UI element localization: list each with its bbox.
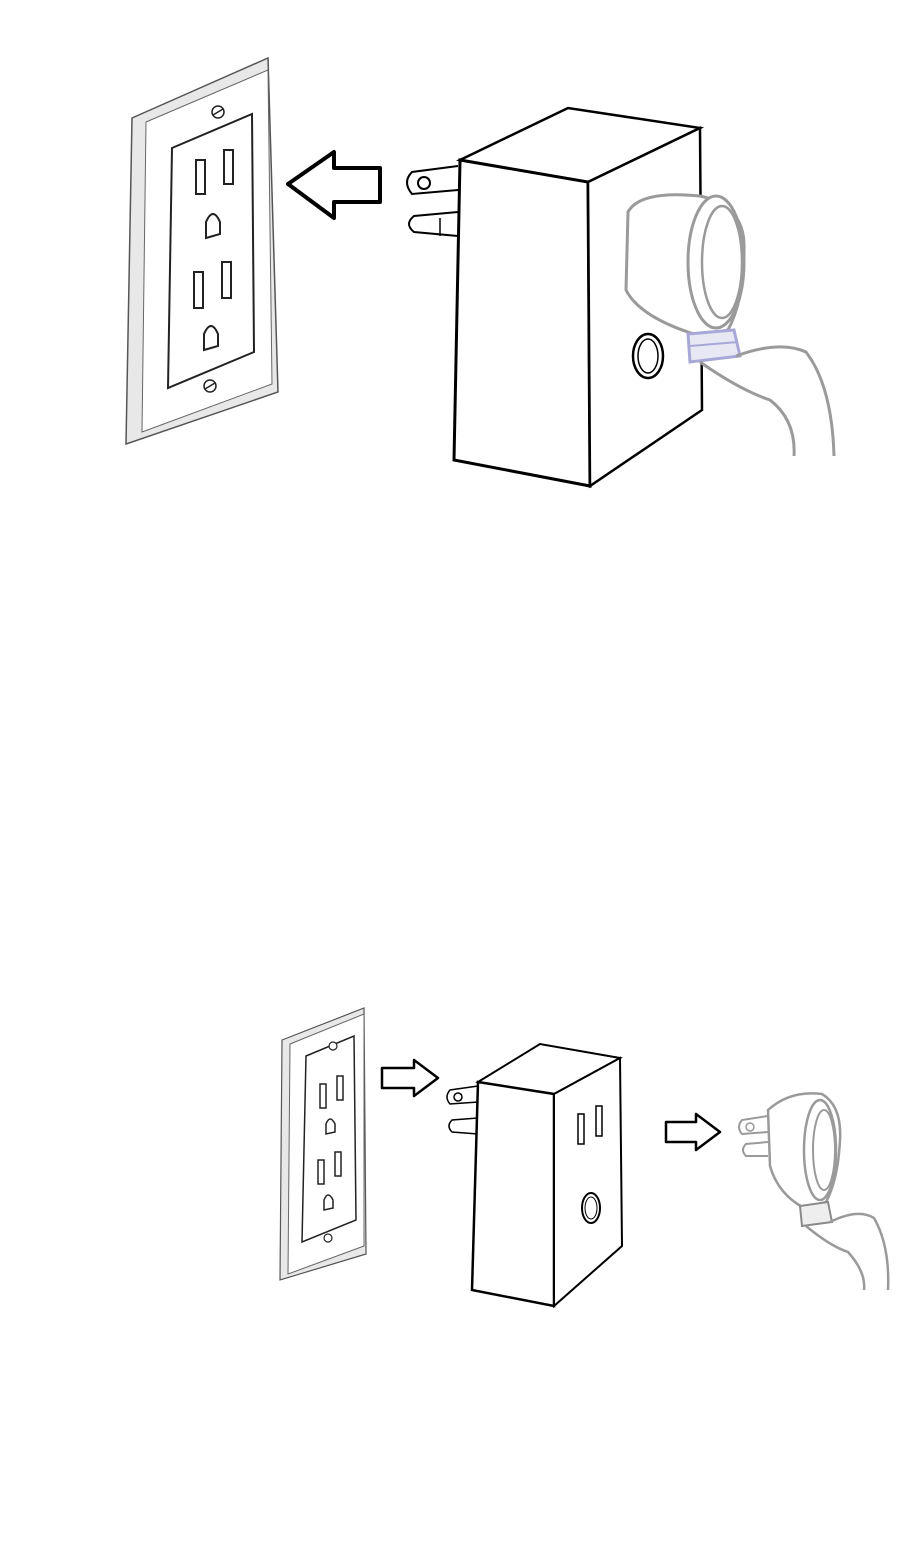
lower-slot-left [194,272,203,308]
adapter-prongs [407,166,458,236]
power-cord-plug-icon [739,1093,888,1290]
adapter-slot-left [578,1114,584,1144]
wall-outlet-icon [280,1008,366,1280]
arrow-left-icon [288,152,380,218]
plug-in-adapter-icon [447,1044,622,1306]
upper-slot-left [196,160,205,194]
upper-ground-hole [206,214,220,238]
lower-ground-hole [204,326,218,350]
arrow-right-icon [666,1114,720,1150]
arrow-right-icon [382,1060,438,1096]
wall-outlet-icon [126,58,278,444]
step-one-illustration [0,0,903,520]
cord-line-outer [700,362,794,456]
top-screw-icon [329,1042,337,1050]
upper-slot-right [224,150,233,184]
lower-slot-right [222,262,231,298]
adapter-front-face [454,160,590,486]
bottom-screw-icon [324,1234,332,1242]
cord-line-inner [736,347,834,456]
step-one-svg [0,0,903,520]
adapter-slot-right [596,1106,602,1136]
step-two-svg [0,990,903,1320]
step-two-illustration [0,990,903,1320]
